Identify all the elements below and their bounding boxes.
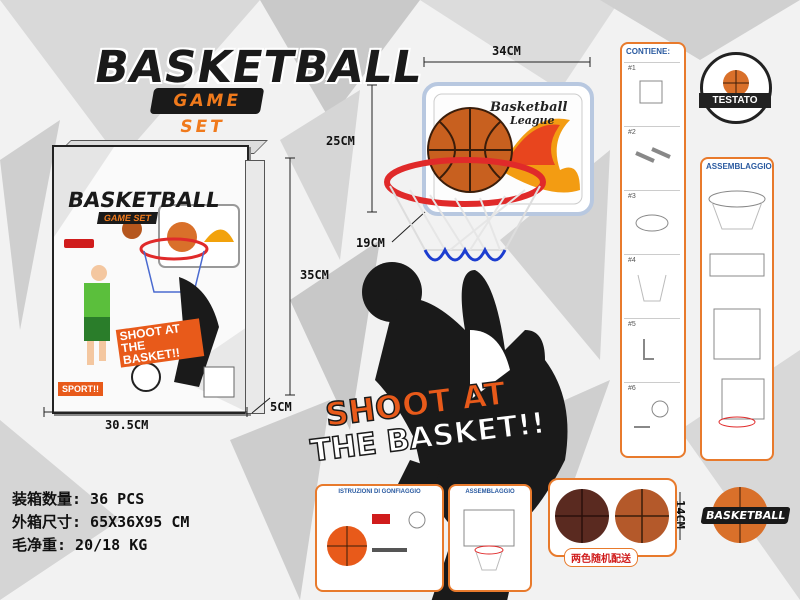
board-logo-line1: Basketball [490, 100, 568, 115]
packing-info-qty: 装箱数量: 36 PCS [12, 490, 145, 508]
ball-pump-icon [634, 400, 669, 428]
hoop-diameter-label: 19CM [356, 236, 385, 250]
contents-step: #3 [624, 190, 680, 253]
assembly-card: ASSEMBLAGGIO [448, 484, 532, 592]
balls-illustration [555, 489, 669, 543]
backboard-part-icon [639, 80, 663, 104]
contents-step: #1 [624, 62, 680, 125]
board-logo-line2: League [510, 114, 555, 127]
assembly-panel: ASSEMBLAGGIO [700, 157, 774, 461]
board-height-label: 25CM [326, 134, 355, 148]
assembly-panel-header: ASSEMBLAGGIO [706, 162, 772, 171]
net-icon [637, 274, 667, 302]
contents-step: #6 [624, 382, 680, 449]
step-label: #2 [628, 129, 636, 136]
seal-ball-icon [723, 70, 749, 96]
assembly-card-header: ASSEMBLAGGIO [465, 489, 515, 495]
inflation-card-header: ISTRUZIONI DI GONFIAGGIO [338, 489, 421, 495]
rim-icon [635, 214, 669, 232]
random-color-note: 两色随机配送 [564, 548, 638, 567]
testato-seal: TESTATO [699, 52, 772, 124]
seal-text: TESTATO [699, 93, 771, 108]
assembly-card-diagram [463, 509, 515, 571]
contents-step: #2 [624, 126, 680, 189]
box-height-label: 35CM [300, 268, 329, 282]
step-label: #5 [628, 321, 636, 328]
hooks-icon [643, 339, 654, 360]
assembly-diagram [708, 190, 766, 428]
contents-step: #4 [624, 254, 680, 317]
step-label: #1 [628, 65, 636, 72]
step-label: #3 [628, 193, 636, 200]
inflation-card: ISTRUZIONI DI GONFIAGGIO [315, 484, 444, 592]
contents-panel: CONTIENE: #1 #2 #3 #4 #5 #6 [620, 42, 686, 458]
balls-card [548, 478, 677, 557]
inflation-diagram [327, 511, 426, 566]
packing-info-weight: 毛净重: 20/18 KG [12, 536, 148, 554]
box-mini-badge [64, 239, 94, 248]
contents-panel-header: CONTIENE: [626, 47, 670, 56]
corner-logo-text: BASKETBALL [700, 507, 791, 524]
screws-icon [635, 147, 671, 163]
packing-info-carton-size: 外箱尺寸: 65X36X95 CM [12, 513, 190, 531]
step-label: #4 [628, 257, 636, 264]
box-sport-label: SPORT!! [58, 382, 103, 396]
step-label: #6 [628, 385, 636, 392]
board-width-label: 34CM [492, 44, 521, 58]
box-depth-label: 5CM [270, 400, 292, 414]
box-side-face [245, 160, 265, 414]
box-width-label: 30.5CM [105, 418, 149, 432]
contents-step: #5 [624, 318, 680, 381]
